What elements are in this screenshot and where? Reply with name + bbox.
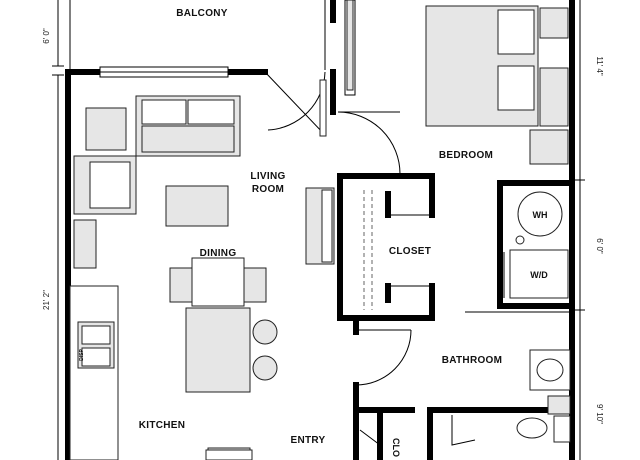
- entry-mat: [205, 449, 253, 460]
- dimension-left-main: 21' 2": [42, 290, 51, 310]
- disposal-label: DISP: [79, 349, 85, 361]
- dining-label: DINING: [200, 248, 237, 259]
- dimension-right-top: 11' 4": [595, 56, 604, 76]
- tv-unit: [305, 187, 335, 265]
- kitchen-counter: [69, 285, 251, 460]
- doors: [264, 71, 572, 446]
- dining-set: [169, 257, 267, 307]
- tv-console: [73, 219, 97, 269]
- armchair: [73, 155, 137, 215]
- kitchen-island: [185, 307, 278, 393]
- dresser: [529, 129, 569, 165]
- dimension-right-bottom: 9' 10": [595, 404, 604, 424]
- bathroom-label: BATHROOM: [442, 355, 503, 366]
- coffee-table: [165, 185, 229, 227]
- dimension-lines: [52, 0, 585, 460]
- closet-label: CLOSET: [389, 246, 431, 257]
- living-window: [99, 66, 229, 78]
- kitchen-label: KITCHEN: [139, 420, 186, 431]
- nightstand-top: [539, 7, 569, 39]
- dimension-left-top: 6' 0": [42, 28, 51, 44]
- bed: [425, 5, 539, 127]
- water-heater-label: WH: [533, 210, 548, 220]
- entry-label: ENTRY: [290, 435, 325, 446]
- dimension-right-mid: 6' 0": [595, 238, 604, 254]
- small-closet-label: CLO: [391, 438, 401, 457]
- balcony-area: [69, 0, 326, 70]
- bedroom-window: [344, 0, 356, 96]
- side-table: [85, 107, 127, 151]
- bedroom-label: BEDROOM: [439, 150, 493, 161]
- balcony-label: BALCONY: [176, 8, 228, 19]
- living-room-label-line1: LIVING: [250, 171, 285, 182]
- washer-dryer-label: W/D: [530, 270, 548, 280]
- sofa: [135, 95, 241, 157]
- closet-shelving: [363, 190, 373, 310]
- bathroom-fixtures: [516, 349, 571, 443]
- living-room-label-line2: ROOM: [252, 184, 284, 195]
- nightstand-middle: [539, 67, 569, 127]
- laundry-appliances: [503, 191, 569, 299]
